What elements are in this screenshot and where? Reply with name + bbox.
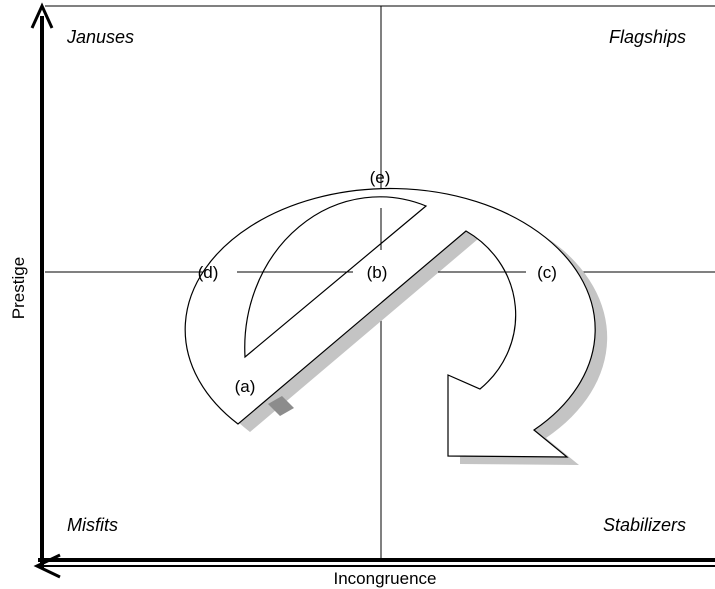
quadrant-label-januses: Januses — [66, 27, 134, 47]
y-axis — [32, 6, 52, 568]
x-axis-title: Incongruence — [333, 569, 436, 588]
point-label-d: (d) — [198, 263, 219, 282]
point-label-e: (e) — [370, 168, 391, 187]
quadrant-label-misfits: Misfits — [67, 515, 118, 535]
point-label-b: (b) — [367, 263, 388, 282]
y-axis-title: Prestige — [9, 257, 28, 319]
quadrant-label-stabilizers: Stabilizers — [603, 515, 686, 535]
point-label-a: (a) — [235, 377, 256, 396]
point-label-c: (c) — [537, 263, 557, 282]
quadrant-label-flagships: Flagships — [609, 27, 686, 47]
